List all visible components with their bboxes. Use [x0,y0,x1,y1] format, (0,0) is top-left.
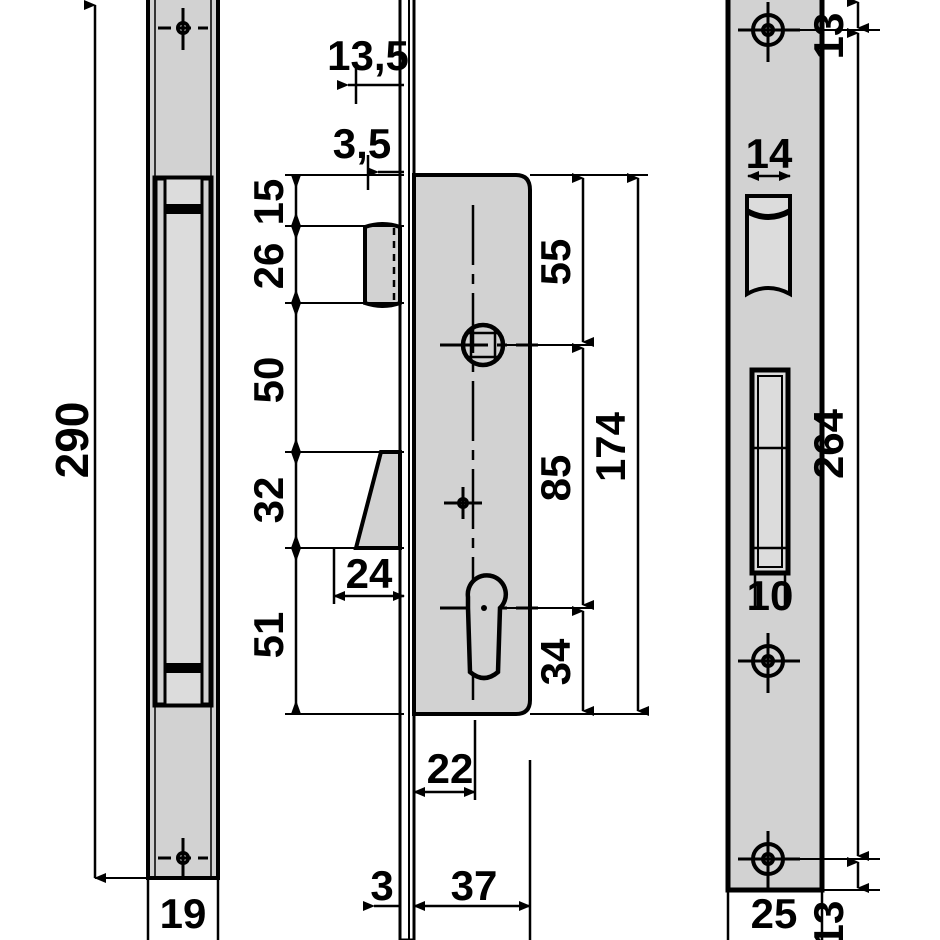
dim-label-19: 19 [160,890,207,937]
deadbolt-slot-inner [757,375,783,568]
dim-label-85: 85 [532,455,579,502]
dim-label-51: 51 [245,612,292,659]
dim-label-37: 37 [451,862,498,909]
dim-label-32: 32 [245,477,292,524]
right-view: 14 10 13 [725,0,880,940]
left-view-screw-bottom [158,838,208,880]
dim-label-3: 3 [370,862,393,909]
middle-view: 13,5 3,5 15 26 50 32 51 [245,0,649,940]
left-view-slot-bar-top [165,204,202,214]
dim-label-13-bottom: 13 [805,901,852,940]
dim-label-55: 55 [532,239,579,286]
latch-opening-body [745,208,792,298]
dim-label-174: 174 [587,411,634,482]
dim-label-24: 24 [346,550,393,597]
left-view-slot-inner [163,176,204,707]
faceplate-screw-mid [738,633,800,693]
dim-label-25: 25 [751,890,798,937]
dim-label-50: 50 [245,357,292,404]
fixing-hole [444,487,482,519]
dim-label-290: 290 [46,402,98,479]
dim-chain-arrows [291,175,301,714]
dim-label-264: 264 [805,408,852,479]
dim-label-13-5: 13,5 [327,32,409,79]
dim-label-10: 10 [747,572,794,619]
dim-label-26: 26 [245,243,292,290]
dim-label-22: 22 [427,745,474,792]
dim-label-13-top: 13 [805,13,852,60]
faceplate-screw-top [738,2,800,62]
faceplate-screw-bottom [738,831,800,888]
left-view-screw-top [158,8,208,50]
faceplate-strip [398,0,416,940]
dim-label-34: 34 [532,638,579,685]
dim-label-14: 14 [746,130,793,177]
left-view-slot-bar-bottom [165,663,202,673]
left-view: 290 19 [46,0,220,940]
dim-label-15: 15 [245,179,292,226]
dim-label-3-5: 3,5 [333,120,391,167]
